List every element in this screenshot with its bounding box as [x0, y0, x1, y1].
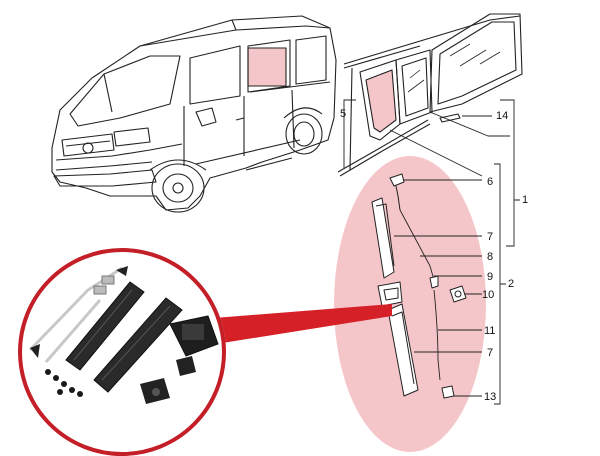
callout-11: 11 [484, 325, 496, 337]
highlighted-side-window [247, 47, 287, 87]
callout-14: 14 [496, 110, 509, 122]
rail-guide-lower [387, 303, 419, 397]
callout-7: 7 [487, 231, 494, 243]
exploded-parts [371, 173, 467, 399]
callout-2: 2 [508, 278, 515, 290]
callout-10: 10 [482, 289, 495, 301]
magnifier-pointer [214, 304, 392, 344]
window-glass-panel [365, 69, 397, 133]
callout-13: 13 [484, 391, 497, 403]
magnifier-photo [18, 248, 226, 456]
rail-guide [371, 197, 395, 279]
callout-7-lower: 7 [487, 347, 494, 359]
callout-leaders [343, 99, 520, 405]
cable [399, 209, 435, 281]
callout-9: 9 [487, 271, 494, 283]
van-illustration [51, 15, 337, 213]
callout-1: 1 [522, 194, 529, 206]
parts-highlight-area [334, 156, 486, 452]
callout-5: 5 [340, 108, 347, 120]
callout-6: 6 [487, 176, 494, 188]
callout-8: 8 [487, 251, 494, 263]
cable-lower [433, 289, 441, 381]
sliding-window-frame [337, 13, 523, 177]
latch-knob [449, 285, 467, 303]
end-cap [441, 385, 455, 399]
top-clip [389, 173, 405, 187]
rail-end-piece [439, 113, 461, 123]
magnifier-ring [18, 248, 226, 456]
